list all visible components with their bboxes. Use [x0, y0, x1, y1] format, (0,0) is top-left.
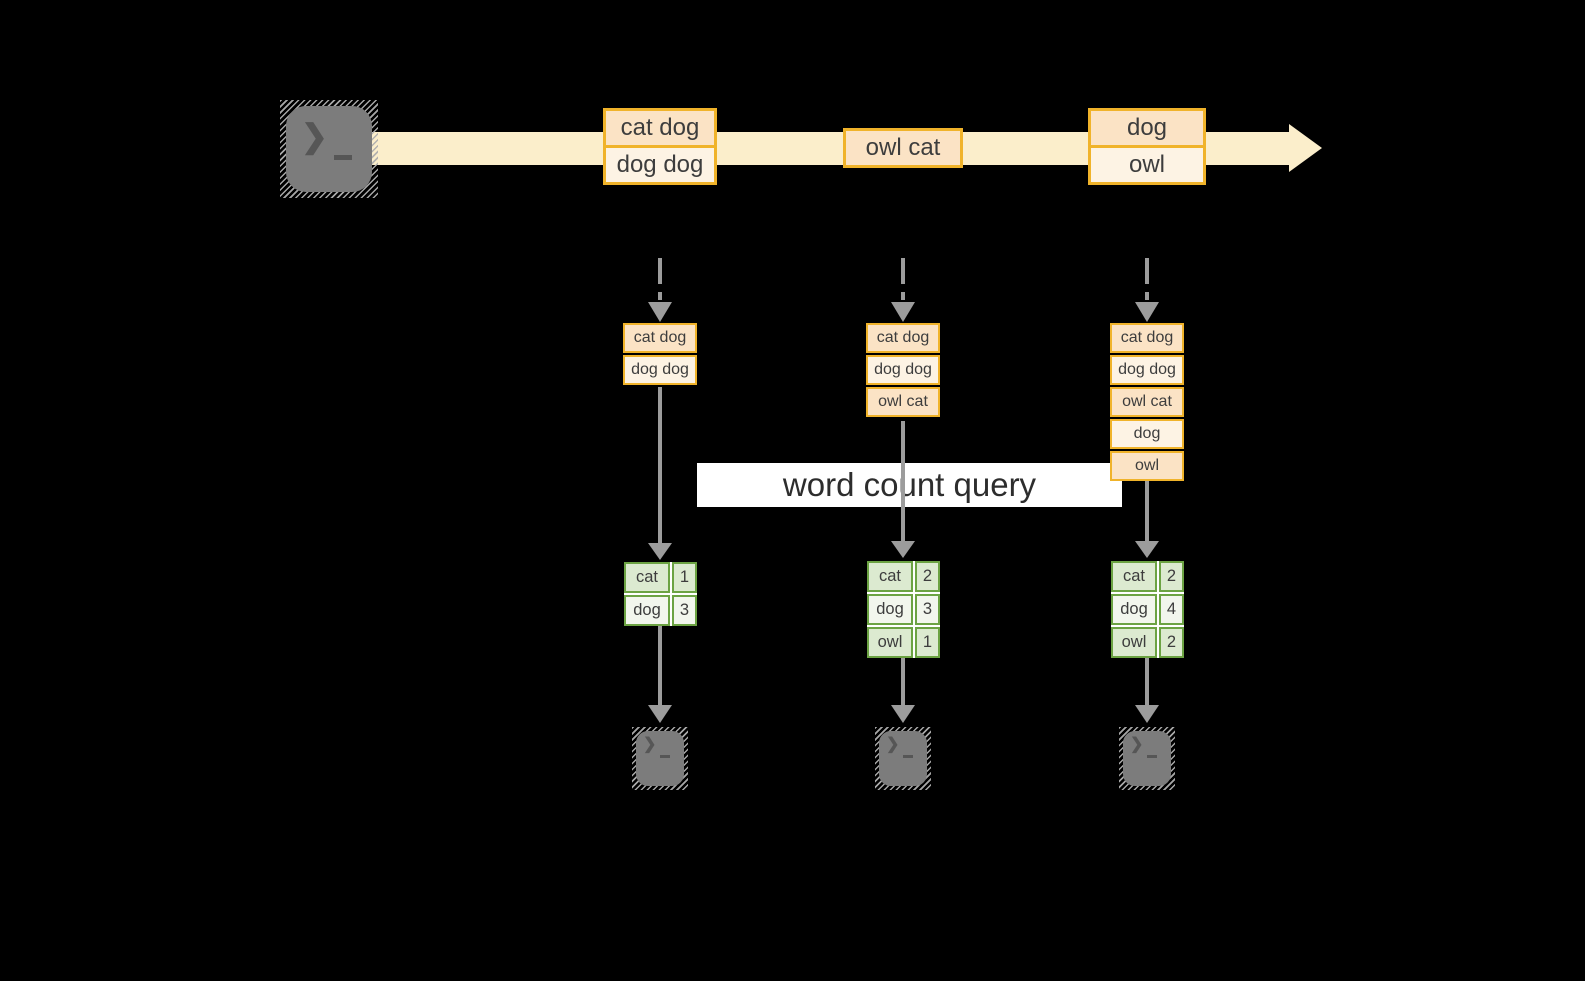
output-arrow-1	[648, 626, 672, 723]
buffer-item: cat dog	[866, 323, 940, 353]
terminal-screen: ❯	[879, 731, 927, 786]
count-word-cell: cat	[624, 562, 670, 593]
stream-event-box: cat dog	[603, 108, 717, 148]
buffer-item: dog dog	[623, 355, 697, 385]
count-value-cell: 1	[915, 627, 940, 658]
count-value-cell: 2	[1159, 627, 1184, 658]
stream-event-box: dog dog	[603, 145, 717, 185]
buffer-item: cat dog	[623, 323, 697, 353]
count-word-cell: dog	[1111, 594, 1157, 625]
buffer-item: owl cat	[866, 387, 940, 417]
buffer-item: owl	[1110, 451, 1184, 481]
prompt-chevron-icon: ❯	[643, 736, 657, 753]
count-word-cell: cat	[867, 561, 913, 592]
query-banner: word count query	[697, 463, 1122, 507]
query-arrow-3	[1135, 481, 1159, 558]
count-table-1: cat 1 dog 3	[624, 562, 697, 626]
buffer-item: dog dog	[866, 355, 940, 385]
count-word-cell: dog	[624, 595, 670, 626]
count-word-cell: cat	[1111, 561, 1157, 592]
output-terminal-icon-1: ❯	[632, 727, 688, 790]
count-word-cell: owl	[1111, 627, 1157, 658]
count-value-cell: 3	[672, 595, 697, 626]
stream-event-box: owl	[1088, 145, 1206, 185]
count-table-2: cat 2 dog 3 owl 1	[867, 561, 940, 658]
prompt-chevron-icon: ❯	[301, 118, 328, 154]
dashed-arrow-1	[648, 258, 672, 322]
prompt-cursor-icon	[1147, 755, 1157, 758]
buffer-item: owl cat	[1110, 387, 1184, 417]
stream-event-group-1: cat dog dog dog	[603, 108, 717, 185]
dashed-arrow-2	[891, 258, 915, 322]
window-buffer-1: cat dog dog dog	[623, 323, 697, 385]
window-buffer-2: cat dog dog dog owl cat	[866, 323, 940, 417]
query-banner-label: word count query	[782, 466, 1037, 503]
output-arrow-2	[891, 658, 915, 723]
buffer-item: dog dog	[1110, 355, 1184, 385]
terminal-screen: ❯	[636, 731, 684, 786]
count-value-cell: 1	[672, 562, 697, 593]
output-terminal-icon-2: ❯	[875, 727, 931, 790]
count-value-cell: 3	[915, 594, 940, 625]
dashed-arrow-3	[1135, 258, 1159, 322]
output-terminal-icon-3: ❯	[1119, 727, 1175, 790]
prompt-chevron-icon: ❯	[886, 736, 900, 753]
count-word-cell: owl	[867, 627, 913, 658]
count-value-cell: 2	[1159, 561, 1184, 592]
terminal-screen: ❯	[286, 106, 372, 192]
terminal-screen: ❯	[1123, 731, 1171, 786]
prompt-chevron-icon: ❯	[1130, 736, 1144, 753]
stream-event-box: dog	[1088, 108, 1206, 148]
prompt-cursor-icon	[903, 755, 913, 758]
stream-event-group-2: owl cat	[843, 128, 963, 168]
stream-event-box: owl cat	[843, 128, 963, 168]
prompt-cursor-icon	[334, 155, 352, 160]
buffer-item: cat dog	[1110, 323, 1184, 353]
count-table-3: cat 2 dog 4 owl 2	[1111, 561, 1184, 658]
output-arrow-3	[1135, 658, 1159, 723]
stream-event-group-3: dog owl	[1088, 108, 1206, 185]
query-arrow-1	[648, 387, 672, 560]
buffer-item: dog	[1110, 419, 1184, 449]
count-word-cell: dog	[867, 594, 913, 625]
stream-arrow-head-icon	[1289, 124, 1322, 172]
count-value-cell: 2	[915, 561, 940, 592]
source-terminal-icon: ❯	[280, 100, 378, 198]
window-buffer-3: cat dog dog dog owl cat dog owl	[1110, 323, 1184, 481]
prompt-cursor-icon	[660, 755, 670, 758]
count-value-cell: 4	[1159, 594, 1184, 625]
